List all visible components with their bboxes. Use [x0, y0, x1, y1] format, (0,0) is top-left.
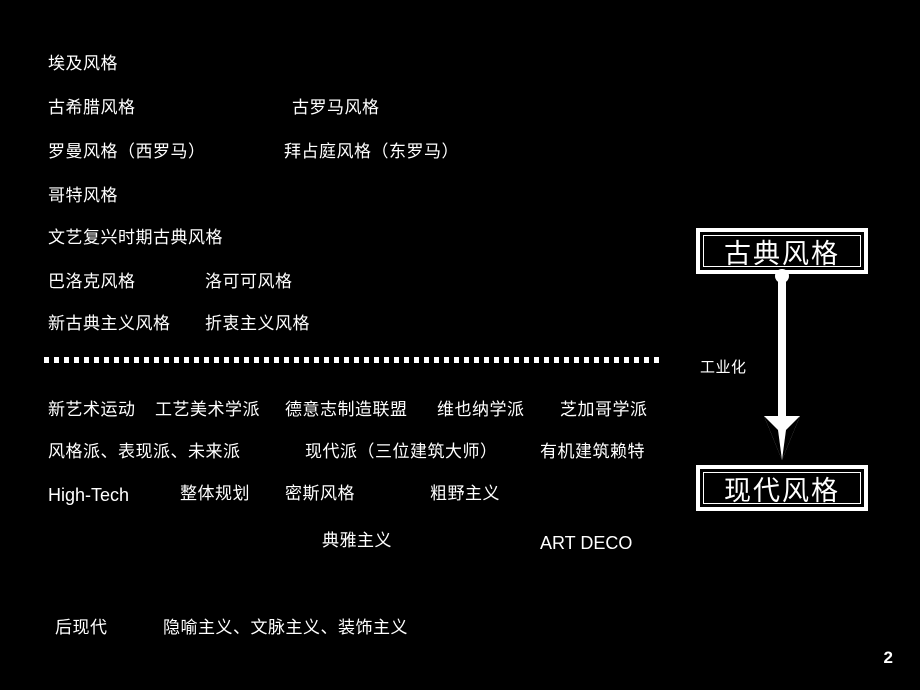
modern-row3-item-1: High-Tech — [48, 485, 130, 505]
diagram-node-classical-label: 古典风格 — [724, 238, 840, 270]
modern-row1-item-4: 维也纳学派 — [437, 400, 525, 420]
dotted-divider — [44, 357, 660, 363]
classical-row-3-left: 罗曼风格（西罗马） — [48, 142, 206, 162]
modern-row2-item-2: 现代派（三位建筑大师） — [305, 442, 498, 462]
diagram-node-classical: 古典风格 — [696, 228, 868, 274]
modern-row1-item-3: 德意志制造联盟 — [285, 400, 408, 420]
classical-row-5-left: 文艺复兴时期古典风格 — [48, 228, 223, 248]
modern-row3-item-2: 整体规划 — [180, 484, 250, 504]
modern-row2-item-1: 风格派、表现派、未来派 — [48, 442, 241, 462]
classical-row-2-right: 古罗马风格 — [292, 98, 380, 118]
modern-row3-item-3: 密斯风格 — [285, 484, 355, 504]
classical-row-6-left: 巴洛克风格 — [48, 272, 136, 292]
postmodern-item-1: 后现代 — [55, 618, 108, 638]
diagram-arrow-label: 工业化 — [700, 358, 747, 376]
modern-row4-item-1: 典雅主义 — [322, 531, 392, 551]
classical-row-7-right: 折衷主义风格 — [205, 314, 310, 334]
page-number: 2 — [883, 648, 893, 667]
classical-row-6-right: 洛可可风格 — [205, 272, 293, 292]
modern-row1-item-2: 工艺美术学派 — [155, 400, 260, 420]
classical-row-7-left: 新古典主义风格 — [48, 314, 171, 334]
modern-row1-item-1: 新艺术运动 — [48, 400, 136, 420]
classical-row-2-left: 古希腊风格 — [48, 98, 136, 118]
modern-row2-item-3: 有机建筑赖特 — [540, 442, 645, 462]
diagram-node-modern-label: 现代风格 — [724, 475, 840, 507]
modern-row1-item-5: 芝加哥学派 — [560, 400, 648, 420]
diagram-node-modern: 现代风格 — [696, 465, 868, 511]
classical-row-1-left: 埃及风格 — [48, 54, 118, 74]
postmodern-item-2: 隐喻主义、文脉主义、装饰主义 — [163, 618, 408, 638]
modern-row4-item-2: ART DECO — [540, 533, 633, 553]
modern-row3-item-4: 粗野主义 — [430, 484, 500, 504]
down-arrow-icon — [764, 270, 800, 460]
classical-row-3-right: 拜占庭风格（东罗马） — [284, 142, 459, 162]
classical-row-4-left: 哥特风格 — [48, 186, 118, 206]
